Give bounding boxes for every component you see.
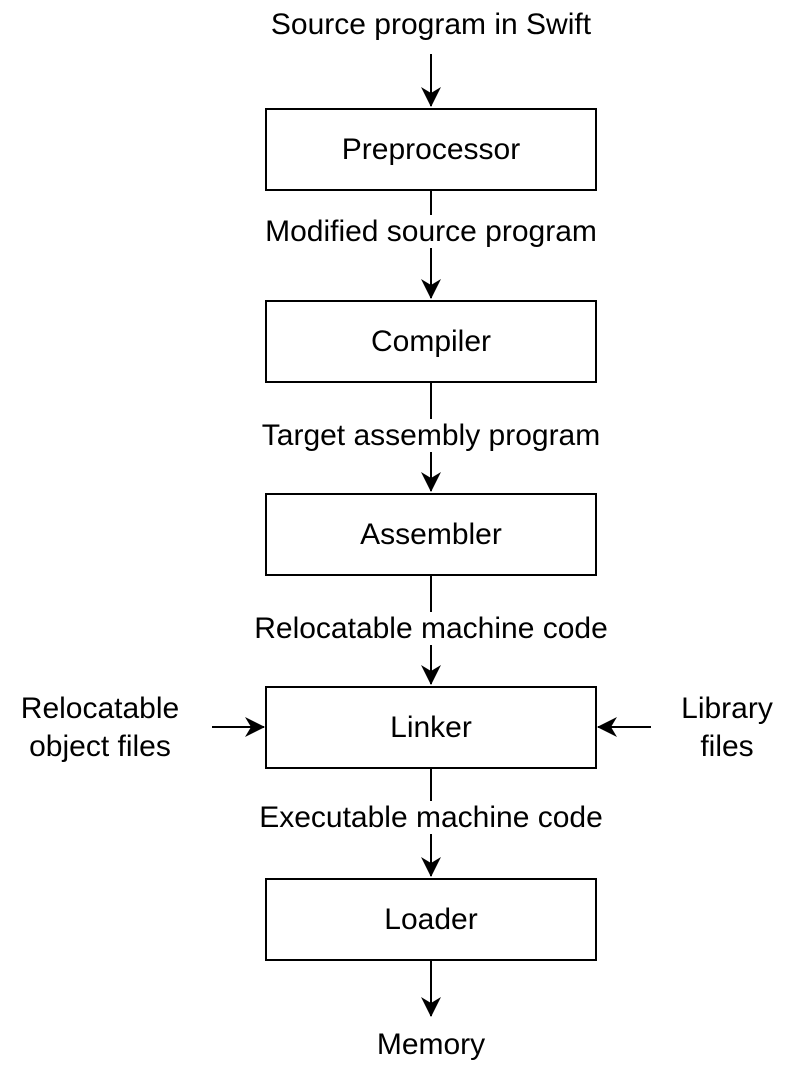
- compiler-label: Compiler: [370, 324, 492, 358]
- assembler-box: Assembler: [265, 493, 597, 576]
- flow-label-relocatable-code: Relocatable machine code: [252, 612, 610, 645]
- memory-label: Memory: [374, 1028, 488, 1061]
- loader-box: Loader: [265, 878, 597, 961]
- flow-label-modified-source: Modified source program: [263, 215, 599, 248]
- source-program-label: Source program in Swift: [268, 8, 594, 41]
- flow-label-target-assembly: Target assembly program: [259, 419, 603, 452]
- compiler-box: Compiler: [265, 300, 597, 383]
- preprocessor-label: Preprocessor: [341, 132, 521, 166]
- linker-box: Linker: [265, 686, 597, 769]
- library-files-label: Library files: [681, 692, 773, 763]
- relocatable-object-files-label: Relocatable object files: [20, 692, 180, 763]
- loader-label: Loader: [384, 902, 478, 936]
- linker-label: Linker: [390, 710, 472, 744]
- flow-label-executable-code: Executable machine code: [257, 801, 605, 834]
- preprocessor-box: Preprocessor: [265, 108, 597, 191]
- assembler-label: Assembler: [360, 517, 502, 551]
